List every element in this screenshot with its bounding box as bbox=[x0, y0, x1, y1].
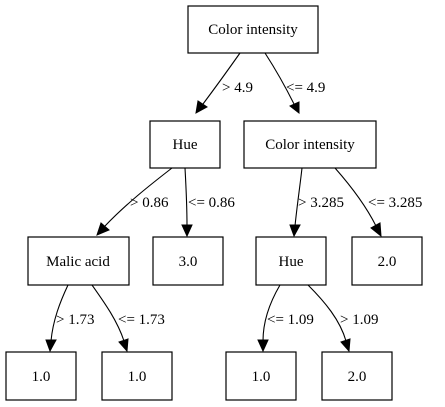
node-color-intensity-right: Color intensity bbox=[243, 120, 377, 169]
node-leaf-1-0-b-label: 1.0 bbox=[128, 369, 147, 385]
edge-malic-acid-to-leaf-1a bbox=[45, 284, 69, 353]
node-leaf-1-0-a-label: 1.0 bbox=[32, 369, 51, 385]
node-root: Color intensity bbox=[187, 5, 319, 54]
edge-label-hue2-gt: > 1.09 bbox=[340, 312, 378, 328]
node-leaf-2-0-top-label: 2.0 bbox=[378, 254, 397, 270]
edge-label-ci-le: <= 3.285 bbox=[368, 195, 422, 211]
edge-malic-acid-to-leaf-1b bbox=[91, 284, 129, 353]
edge-hue-right-to-leaf-2b bbox=[307, 284, 351, 353]
edge-label-root-le: <= 4.9 bbox=[286, 80, 325, 96]
edge-hue-to-leaf-3 bbox=[181, 167, 193, 238]
node-leaf-1-0-c-label: 1.0 bbox=[252, 369, 271, 385]
node-leaf-1-0-a: 1.0 bbox=[5, 351, 77, 401]
edge-root-to-color-intensity bbox=[264, 52, 300, 115]
node-color-intensity-right-label: Color intensity bbox=[265, 137, 355, 153]
node-leaf-3-0-label: 3.0 bbox=[179, 254, 198, 270]
edge-color-intensity-to-leaf-2 bbox=[334, 167, 382, 238]
node-hue-right: Hue bbox=[255, 236, 327, 286]
node-hue-left: Hue bbox=[149, 120, 221, 169]
node-root-label: Color intensity bbox=[208, 22, 298, 38]
edge-label-hue-le: <= 0.86 bbox=[188, 195, 235, 211]
edge-hue-right-to-leaf-1c bbox=[257, 284, 281, 353]
node-leaf-2-0-bottom: 2.0 bbox=[321, 351, 393, 401]
node-hue-left-label: Hue bbox=[173, 137, 198, 153]
edge-root-to-hue bbox=[195, 52, 241, 114]
edge-color-intensity-to-hue bbox=[289, 167, 303, 238]
edge-label-malic-le: <= 1.73 bbox=[118, 312, 165, 328]
node-leaf-1-0-c: 1.0 bbox=[225, 351, 297, 401]
node-malic-acid-label: Malic acid bbox=[46, 254, 110, 270]
node-leaf-3-0: 3.0 bbox=[152, 236, 224, 286]
node-hue-right-label: Hue bbox=[279, 254, 304, 270]
edge-label-hue-gt: > 0.86 bbox=[130, 195, 169, 211]
edge-hue-to-malic-acid bbox=[96, 167, 173, 236]
node-leaf-1-0-b: 1.0 bbox=[101, 351, 173, 401]
node-leaf-2-0-top: 2.0 bbox=[351, 236, 423, 286]
edge-label-hue2-le: <= 1.09 bbox=[267, 312, 314, 328]
edge-label-root-gt: > 4.9 bbox=[222, 80, 253, 96]
node-leaf-2-0-bottom-label: 2.0 bbox=[348, 369, 367, 385]
edge-label-ci-gt: > 3.285 bbox=[298, 195, 344, 211]
edge-label-malic-gt: > 1.73 bbox=[56, 312, 94, 328]
node-malic-acid: Malic acid bbox=[27, 236, 130, 286]
